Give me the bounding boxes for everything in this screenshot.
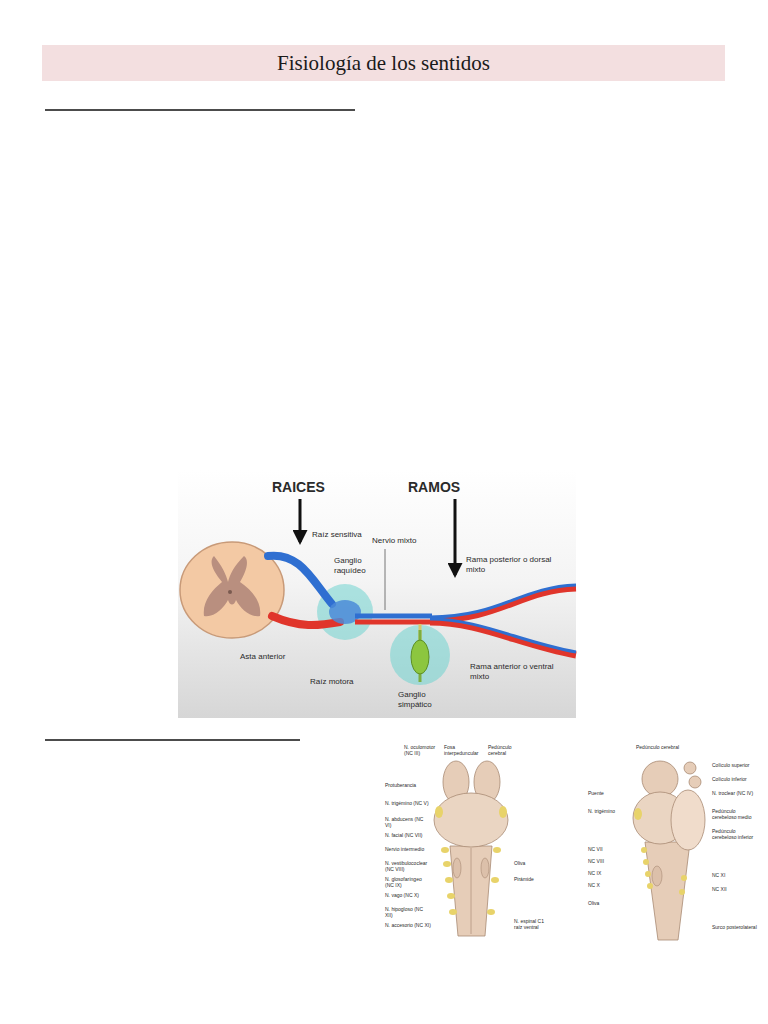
anatomy-label: N. vestibulococlear (NC VIII): [385, 860, 431, 872]
anatomy-label: Pedúnculo cerebeloso medio: [712, 808, 760, 820]
anatomy-label: N. facial (NC VII): [385, 832, 431, 838]
structure-label: Rama anterior o ventral mixto: [470, 662, 570, 681]
ganglion-highlight: [390, 625, 450, 685]
anatomy-label: Fosa interpeduncular: [444, 744, 486, 756]
pointer-arrow: [299, 499, 302, 542]
nerve-root: [634, 808, 642, 820]
structure-label: Asta anterior: [240, 652, 300, 662]
nerve-root: [493, 847, 501, 853]
brainstem-ventral-figure: [434, 761, 508, 936]
anatomy-label: Puente: [588, 790, 626, 796]
anatomy-label: Pedúnculo cerebral: [636, 744, 684, 750]
nerve-root: [441, 847, 449, 853]
nerve-root: [435, 806, 443, 818]
olive: [652, 866, 662, 886]
olive: [481, 858, 489, 878]
anatomy-label: NC X: [588, 882, 626, 888]
anatomy-label: Pedúnculo cerebeloso inferior: [712, 828, 760, 840]
anterior-ramus: [430, 619, 576, 652]
structure-label: Raíz motora: [310, 677, 372, 687]
structure-label: Ganglio raquídeo: [334, 556, 376, 575]
anatomy-label: Colículo inferior: [712, 776, 760, 782]
anatomy-label: Protuberancia: [385, 782, 431, 788]
colliculus: [684, 762, 696, 774]
nerve-root: [447, 893, 455, 899]
anatomy-label: Surco posterolateral: [712, 924, 760, 930]
mixed-nerve: [355, 620, 432, 625]
posterior-ramus: [430, 585, 576, 617]
anatomy-label: N. vago (NC X): [385, 892, 431, 898]
anatomy-label: NC XII: [712, 886, 760, 892]
anatomy-label: Pirámide: [514, 876, 552, 882]
medulla: [645, 842, 690, 940]
cerebellar-peduncle-cut: [671, 790, 705, 850]
brainstem-lateral-figure: [633, 761, 705, 940]
heading-underline: [45, 739, 300, 741]
anterior-ramus: [430, 622, 576, 655]
anatomy-label: N. troclear (NC IV): [712, 790, 760, 796]
spinal-nerve-figure: [178, 470, 576, 718]
anatomy-label: N. accesorio (NC XI): [385, 922, 431, 928]
sensory-root: [268, 556, 332, 604]
nerve-root: [445, 877, 453, 883]
sympathetic-ganglion: [411, 640, 429, 674]
structure-label: Raíz sensitiva: [312, 530, 372, 540]
heading-underline: [45, 109, 355, 111]
anatomy-label: NC IX: [588, 870, 626, 876]
nerve-root: [491, 877, 499, 883]
grey-matter: [204, 556, 261, 616]
anatomy-label: N. trigémino (NC V): [385, 800, 431, 806]
nerve-root: [641, 847, 647, 853]
mixed-nerve: [355, 614, 432, 619]
nerve-root: [645, 871, 651, 877]
anatomy-label: N. trigémino: [588, 808, 626, 814]
anatomy-label: N. espinal C1 raíz ventral: [514, 918, 552, 930]
nerve-root: [449, 909, 457, 915]
nerve-root: [681, 875, 687, 881]
medulla: [450, 846, 492, 936]
nerve-root: [679, 889, 685, 895]
colliculus: [689, 776, 701, 788]
leader-line: [385, 549, 386, 610]
title-band: [42, 45, 725, 81]
page-title: Fisiología de los sentidos: [42, 45, 725, 81]
structure-label: Ganglio simpático: [398, 690, 450, 709]
anatomy-label: Oliva: [588, 900, 626, 906]
anatomy-label: Nervio intermedio: [385, 846, 431, 852]
anatomy-label: N. oculomotor (NC III): [404, 744, 442, 756]
nerve-root: [643, 859, 649, 865]
olive: [453, 858, 461, 878]
anatomy-label: Colículo superior: [712, 762, 760, 768]
section-label: RAICES: [272, 480, 342, 495]
structure-label: Rama posterior o dorsal mixto: [466, 555, 570, 574]
anatomy-label: NC VIII: [588, 858, 626, 864]
anatomy-label: N. glosofaríngeo (NC IX): [385, 876, 431, 888]
anatomy-label: NC VII: [588, 846, 626, 852]
structure-label: Nervio mixto: [372, 536, 432, 546]
anatomy-label: Pedúnculo cerebral: [488, 744, 528, 756]
anatomy-label: NC XI: [712, 872, 760, 878]
anatomy-label: Oliva: [514, 860, 552, 866]
nerve-root: [499, 806, 507, 818]
anatomy-label: N. abducens (NC VI): [385, 816, 431, 828]
motor-root: [272, 616, 340, 625]
anatomy-label: N. hipogloso (NC XII): [385, 906, 431, 918]
nerve-root: [647, 883, 653, 889]
nerve-root: [443, 861, 451, 867]
section-label: RAMOS: [408, 480, 478, 495]
nerve-root: [487, 909, 495, 915]
figure-ground: [178, 470, 576, 718]
median-fissure: [471, 848, 472, 934]
pointer-arrow: [454, 499, 457, 575]
central-canal: [228, 590, 232, 594]
pons: [434, 793, 508, 847]
